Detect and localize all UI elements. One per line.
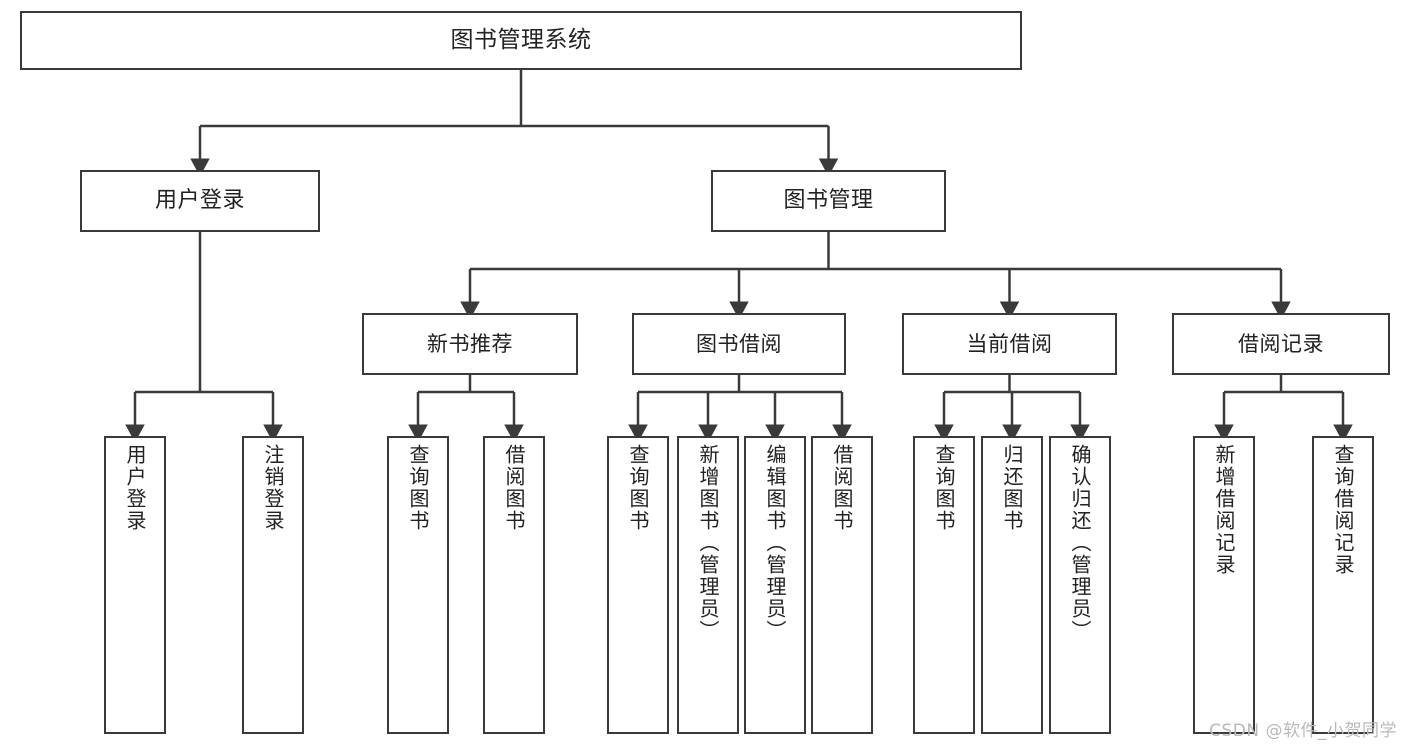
node-leaf-cur-1[interactable]: 查询图书 (913, 436, 975, 734)
node-leaf-new-1[interactable]: 查询图书 (387, 436, 449, 734)
node-leaf-login-1[interactable]: 用户登录 (104, 436, 166, 734)
node-leaf-cur-2[interactable]: 归还图书 (981, 436, 1043, 734)
node-label: 借阅图书 (830, 444, 854, 532)
node-label: 新增借阅记录 (1212, 444, 1236, 576)
node-leaf-borrow-2[interactable]: 新增图书（管理员） (677, 436, 739, 734)
node-label: 图书管理系统 (450, 26, 592, 53)
connector-lines (125, 70, 1353, 443)
node-label: 查询图书 (932, 444, 956, 532)
node-label: 用户登录 (154, 188, 245, 214)
node-leaf-borrow-4[interactable]: 借阅图书 (811, 436, 873, 734)
node-borrow[interactable]: 图书借阅 (632, 313, 846, 375)
node-label: 借阅图书 (502, 444, 526, 532)
node-records[interactable]: 借阅记录 (1172, 313, 1390, 375)
node-bookmgmt[interactable]: 图书管理 (711, 170, 946, 232)
node-label: 用户登录 (123, 444, 147, 532)
node-leaf-cur-3[interactable]: 确认归还（管理员） (1049, 436, 1111, 734)
node-leaf-borrow-1[interactable]: 查询图书 (607, 436, 669, 734)
node-label: 借阅记录 (1238, 331, 1324, 356)
node-newbook[interactable]: 新书推荐 (362, 313, 578, 375)
node-label: 注销登录 (261, 444, 285, 532)
node-label: 查询借阅记录 (1331, 444, 1355, 576)
node-label: 图书管理 (783, 188, 874, 214)
node-label: 图书借阅 (696, 331, 782, 356)
node-leaf-rec-2[interactable]: 查询借阅记录 (1312, 436, 1374, 734)
node-leaf-login-2[interactable]: 注销登录 (242, 436, 304, 734)
node-label: 确认归还（管理员） (1068, 444, 1092, 642)
node-current[interactable]: 当前借阅 (902, 313, 1117, 375)
node-label: 查询图书 (406, 444, 430, 532)
node-leaf-borrow-3[interactable]: 编辑图书（管理员） (744, 436, 806, 734)
node-login[interactable]: 用户登录 (80, 170, 320, 232)
watermark-label: CSDN @软件_小贺同学 (1209, 721, 1397, 741)
node-root[interactable]: 图书管理系统 (20, 11, 1022, 70)
node-label: 归还图书 (1000, 444, 1024, 532)
node-label: 新增图书（管理员） (696, 444, 720, 642)
node-leaf-new-2[interactable]: 借阅图书 (483, 436, 545, 734)
node-label: 查询图书 (626, 444, 650, 532)
node-label: 当前借阅 (966, 331, 1053, 356)
node-label: 编辑图书（管理员） (763, 444, 787, 642)
node-label: 新书推荐 (427, 331, 513, 356)
node-leaf-rec-1[interactable]: 新增借阅记录 (1193, 436, 1255, 734)
